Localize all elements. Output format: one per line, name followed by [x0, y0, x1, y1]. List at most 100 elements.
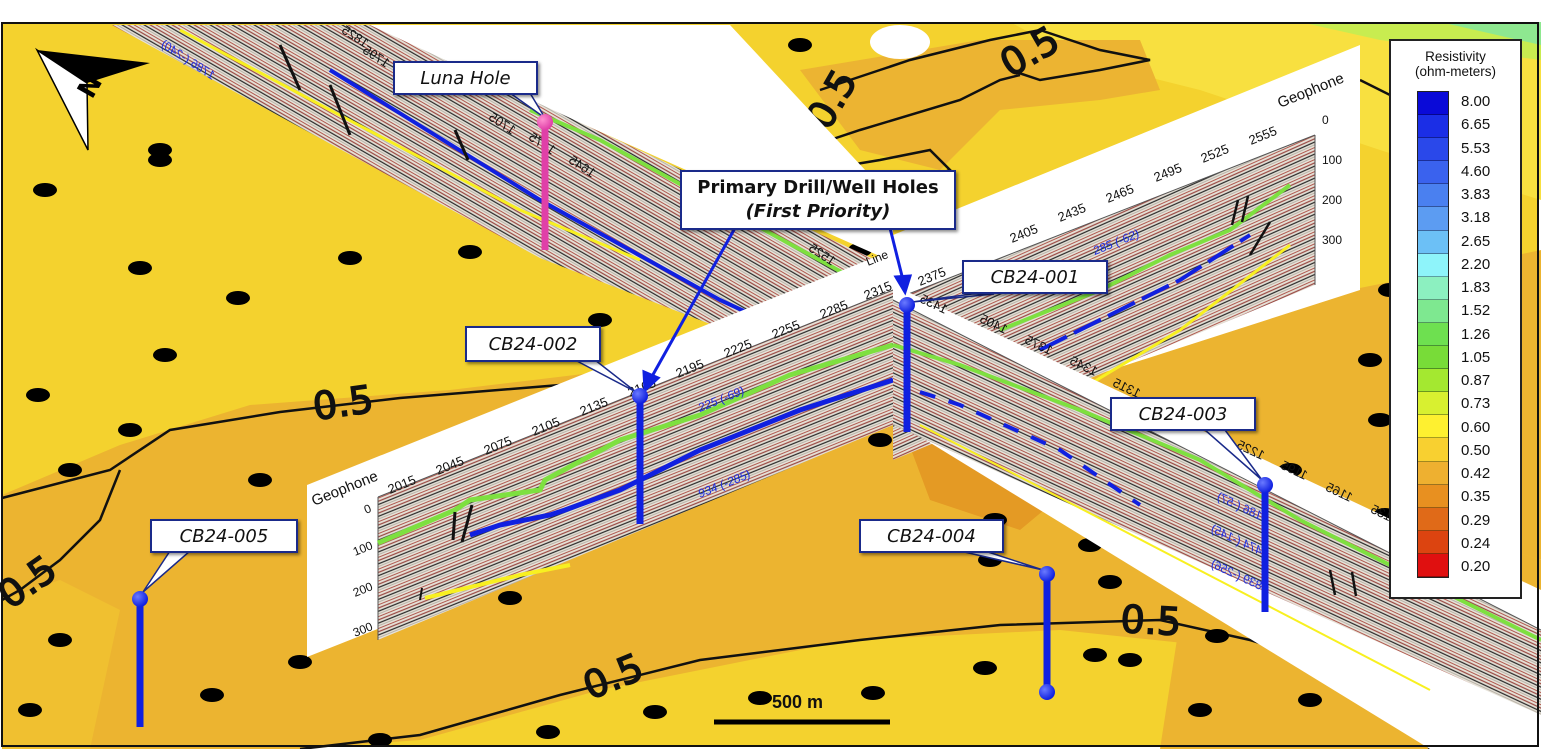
legend-swatch [1418, 230, 1448, 254]
station-dot [1083, 648, 1107, 662]
station-dot [788, 38, 812, 52]
legend-label: 1.05 [1461, 348, 1491, 366]
station-dot [226, 291, 250, 305]
well-luna-hole[interactable] [537, 114, 553, 250]
legend-swatch [1418, 484, 1448, 508]
legend-swatch [1418, 253, 1448, 277]
station-dot [973, 661, 997, 675]
legend-swatch [1418, 553, 1448, 577]
legend-swatch [1418, 438, 1448, 462]
station-dot [1358, 353, 1382, 367]
legend-label: 1.26 [1461, 325, 1491, 343]
station-dot [48, 633, 72, 647]
legend-label: 0.60 [1461, 418, 1491, 436]
legend-swatch [1418, 138, 1448, 162]
station-dot [338, 251, 362, 265]
callout-primary-drill-holes: Primary Drill/Well Holes (First Priority… [680, 170, 956, 230]
legend-units: (ohm-meters) [1414, 64, 1496, 79]
callout-luna-hole: Luna Hole [393, 61, 538, 95]
legend-swatch [1418, 92, 1448, 116]
station-dot [200, 688, 224, 702]
legend-swatch [1418, 461, 1448, 485]
station-dot [1098, 575, 1122, 589]
station-dot [536, 725, 560, 739]
legend-swatch [1418, 184, 1448, 208]
depth-label: 300 [1322, 233, 1342, 247]
callout-primary-subtitle: (First Priority) [745, 201, 891, 222]
legend-label: 3.83 [1461, 186, 1491, 203]
legend-label: 0.35 [1461, 488, 1491, 506]
station-dot [148, 143, 172, 157]
station-dot [458, 245, 482, 259]
legend-label: 2.20 [1461, 255, 1491, 273]
map-blank-spot [870, 25, 930, 59]
well-cb24-001[interactable] [899, 297, 915, 432]
depth-label: 100 [1322, 153, 1342, 167]
legend-color-bar [1417, 91, 1449, 578]
legend-label: 8.00 [1461, 93, 1491, 110]
legend-label: 0.73 [1461, 395, 1491, 413]
figure-border [1, 22, 1539, 747]
legend-label: 1.52 [1461, 302, 1491, 320]
depth-label: 0 [362, 501, 374, 517]
station-dot [1368, 413, 1392, 427]
legend-swatch [1418, 276, 1448, 300]
legend-label: 5.53 [1461, 139, 1491, 157]
callout-cb24-001: CB24-001 [962, 260, 1108, 294]
depth-label: 200 [1322, 193, 1342, 207]
station-dot [33, 183, 57, 197]
station-dot [1298, 693, 1322, 707]
station-dot [498, 591, 522, 605]
legend-swatch [1418, 161, 1448, 185]
legend-label: 1.83 [1461, 279, 1491, 296]
station-dot [643, 705, 667, 719]
legend-label: 0.24 [1461, 534, 1491, 552]
station-dot [148, 153, 172, 167]
legend-label: 2.65 [1461, 232, 1491, 250]
station-dot [128, 261, 152, 275]
station-dot [1188, 703, 1212, 717]
callout-cb24-003: CB24-003 [1110, 397, 1256, 431]
legend-label: 0.29 [1461, 511, 1491, 529]
legend-swatch [1418, 299, 1448, 323]
legend-label: 0.42 [1461, 465, 1491, 482]
station-dot [1118, 653, 1142, 667]
well-cb24-003[interactable] [1257, 477, 1273, 612]
legend-label: 4.60 [1461, 162, 1491, 180]
station-dot [153, 348, 177, 362]
legend-swatch [1418, 507, 1448, 531]
legend-swatch [1418, 530, 1448, 554]
scale-bar-label: 500 m [772, 692, 824, 712]
contour-label: 0.5 [1120, 597, 1183, 644]
legend-swatch [1418, 415, 1448, 439]
primary-callout-arrows [642, 227, 913, 394]
callout-primary-title: Primary Drill/Well Holes [697, 177, 939, 198]
legend-title: Resistivity [1425, 49, 1486, 64]
station-dot [288, 655, 312, 669]
station-dot [368, 733, 392, 747]
station-dot [58, 463, 82, 477]
station-dot [868, 433, 892, 447]
callout-cb24-004: CB24-004 [859, 519, 1004, 553]
well-cb24-002[interactable] [632, 388, 648, 524]
well-cb24-005[interactable] [132, 591, 148, 727]
legend-swatch [1418, 346, 1448, 370]
seismic-section-front-left: Geophone 2015 2045 2075 2105 2135 2165 2… [307, 250, 894, 657]
station-dot [18, 703, 42, 717]
station-dot [248, 473, 272, 487]
legend-label: 0.87 [1461, 372, 1491, 389]
callout-cb24-005: CB24-005 [150, 519, 298, 553]
legend-label: 0.20 [1461, 558, 1491, 575]
station-dot [1205, 629, 1229, 643]
station-dot [588, 313, 612, 327]
contour-label: 0.5 [310, 377, 376, 429]
legend-swatch [1418, 115, 1448, 139]
legend-swatch [1418, 392, 1448, 416]
callout-cb24-002: CB24-002 [465, 326, 601, 362]
legend-label: 3.18 [1461, 209, 1491, 227]
well-cb24-004[interactable] [1039, 566, 1055, 700]
station-dot [748, 691, 772, 705]
